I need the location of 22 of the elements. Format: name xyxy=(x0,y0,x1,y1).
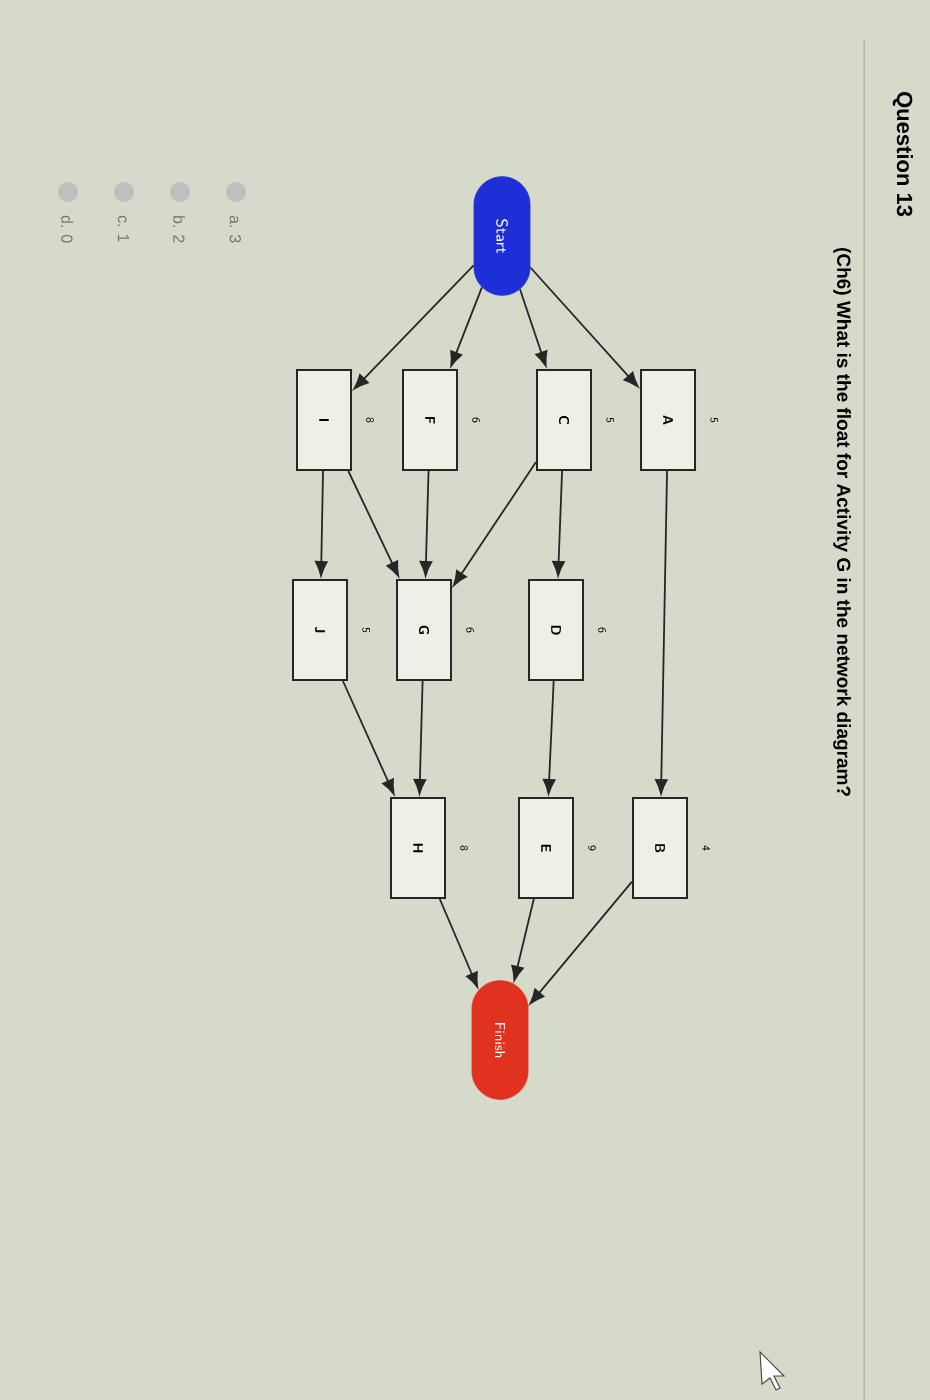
arrow xyxy=(315,470,328,577)
arrow xyxy=(529,266,639,388)
arrow xyxy=(655,470,668,795)
answer-option: b. 2 xyxy=(173,216,185,243)
answer-option: a. 3 xyxy=(229,215,241,243)
arrow xyxy=(453,461,537,586)
arrow xyxy=(450,286,483,367)
arrow xyxy=(542,680,556,795)
arrow xyxy=(353,264,475,390)
arrow xyxy=(413,680,427,795)
arrow xyxy=(511,898,535,982)
arrow xyxy=(552,470,565,577)
arrow xyxy=(342,680,395,795)
arrow xyxy=(519,288,548,367)
arrow xyxy=(419,470,433,577)
arrow xyxy=(438,898,479,988)
answer-option: d. 0 xyxy=(61,215,73,243)
question-text: (Ch6) What is the float for Activity G in the network diagram? xyxy=(833,248,851,796)
answer-option: c. 1 xyxy=(117,215,129,242)
arrow xyxy=(347,470,400,577)
question-title: Question 13 xyxy=(892,91,913,217)
arrow xyxy=(529,880,633,1005)
